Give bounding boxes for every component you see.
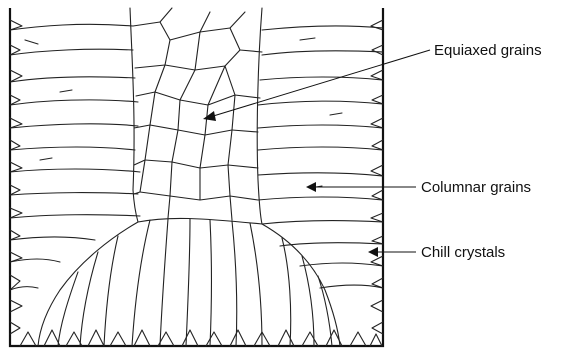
chill-pointer <box>368 247 416 257</box>
chill-crystals-label: Chill crystals <box>421 244 505 261</box>
equiaxed-grains-label: Equiaxed grains <box>434 42 542 59</box>
equiaxed-pointer <box>203 50 430 121</box>
columnar-pointer <box>306 182 416 192</box>
right-columnar-zone <box>258 20 383 334</box>
left-columnar-zone <box>10 20 140 334</box>
columnar-grains-label: Columnar grains <box>421 179 531 196</box>
equiaxed-zone <box>130 8 262 224</box>
